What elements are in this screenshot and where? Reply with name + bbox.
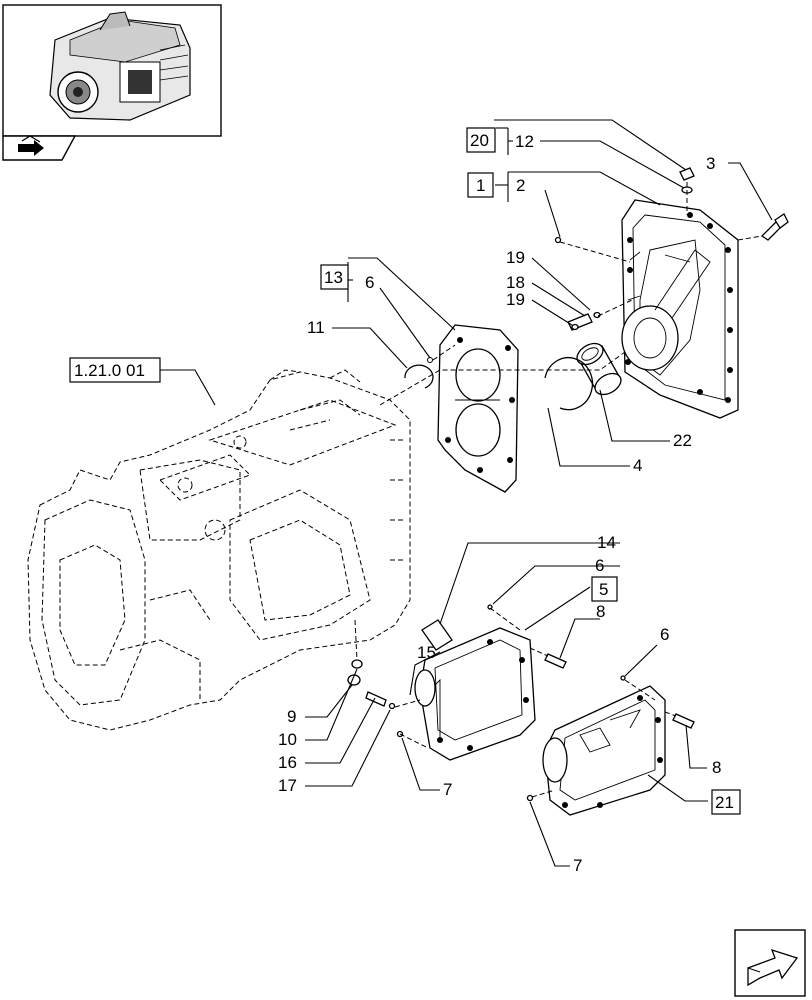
callout-10[interactable]: 10 bbox=[278, 730, 297, 749]
callout-8-upper[interactable]: 8 bbox=[596, 602, 605, 621]
callout-2[interactable]: 2 bbox=[516, 176, 525, 195]
bolt-part-8b bbox=[672, 713, 695, 729]
callout-ref-1-21-0-01[interactable]: 1.21.0 01 bbox=[74, 361, 145, 380]
transmission-thumbnail-icon bbox=[49, 11, 191, 121]
callout-16[interactable]: 16 bbox=[278, 753, 297, 772]
callout-box-5 bbox=[591, 576, 618, 602]
callout-4[interactable]: 4 bbox=[633, 456, 642, 475]
pin-part-2 bbox=[554, 236, 562, 244]
next-page-arrow-icon[interactable] bbox=[734, 929, 806, 997]
callout-6-cover[interactable]: 6 bbox=[595, 556, 604, 575]
arrow-icon bbox=[18, 135, 44, 156]
callout-18[interactable]: 18 bbox=[506, 273, 525, 292]
callout-5[interactable]: 5 bbox=[599, 580, 608, 599]
callout-22[interactable]: 22 bbox=[673, 431, 692, 450]
callout-6-right[interactable]: 6 bbox=[660, 625, 669, 644]
plate-part-13 bbox=[427, 324, 519, 493]
callout-6-plate[interactable]: 6 bbox=[365, 273, 374, 292]
callout-13[interactable]: 13 bbox=[324, 268, 343, 287]
callout-7-right[interactable]: 7 bbox=[573, 856, 582, 875]
bushing-part-22 bbox=[576, 342, 622, 396]
callout-3[interactable]: 3 bbox=[706, 154, 715, 173]
callout-21[interactable]: 21 bbox=[715, 793, 734, 812]
transmission-housing bbox=[27, 369, 411, 731]
pin-part-6c bbox=[620, 675, 626, 681]
pin-part-6b bbox=[487, 604, 493, 610]
drain-plug-parts bbox=[347, 659, 396, 710]
callout-8-right[interactable]: 8 bbox=[712, 758, 721, 777]
cover-part-5 bbox=[414, 627, 536, 761]
callout-box-ref bbox=[69, 357, 161, 383]
callout-7-left[interactable]: 7 bbox=[443, 780, 452, 799]
callout-17[interactable]: 17 bbox=[278, 776, 297, 795]
pin-part-14 bbox=[421, 619, 453, 651]
callout-12[interactable]: 12 bbox=[515, 132, 534, 151]
circlip-part-4 bbox=[544, 357, 594, 411]
callout-15[interactable]: 15 bbox=[417, 643, 436, 662]
callout-box-21 bbox=[711, 789, 741, 815]
callout-box-1 bbox=[467, 172, 494, 198]
plug-part-20 bbox=[679, 167, 695, 194]
callout-11[interactable]: 11 bbox=[307, 318, 325, 337]
callout-14[interactable]: 14 bbox=[597, 533, 616, 552]
callout-19-upper[interactable]: 19 bbox=[506, 248, 525, 267]
callout-19-lower[interactable]: 19 bbox=[506, 290, 525, 309]
cover-part-21 bbox=[542, 685, 666, 816]
pin-part-7b bbox=[526, 794, 534, 802]
circlip-part-11 bbox=[404, 364, 434, 389]
rear-cover-part-1 bbox=[621, 199, 739, 419]
callout-labels: 20 12 1 2 3 19 18 19 13 6 11 1.21.0 01 2… bbox=[74, 131, 734, 875]
callout-box-20 bbox=[466, 127, 496, 153]
callout-1[interactable]: 1 bbox=[476, 176, 485, 195]
thumbnail-panel[interactable] bbox=[2, 4, 222, 161]
callout-20[interactable]: 20 bbox=[470, 131, 489, 150]
callout-9[interactable]: 9 bbox=[287, 707, 296, 726]
callout-box-13 bbox=[320, 264, 349, 290]
assembly-lines bbox=[354, 182, 763, 798]
leader-lines bbox=[160, 119, 773, 867]
bolt-part-8a bbox=[544, 653, 567, 669]
bolt-part-3 bbox=[760, 213, 789, 241]
